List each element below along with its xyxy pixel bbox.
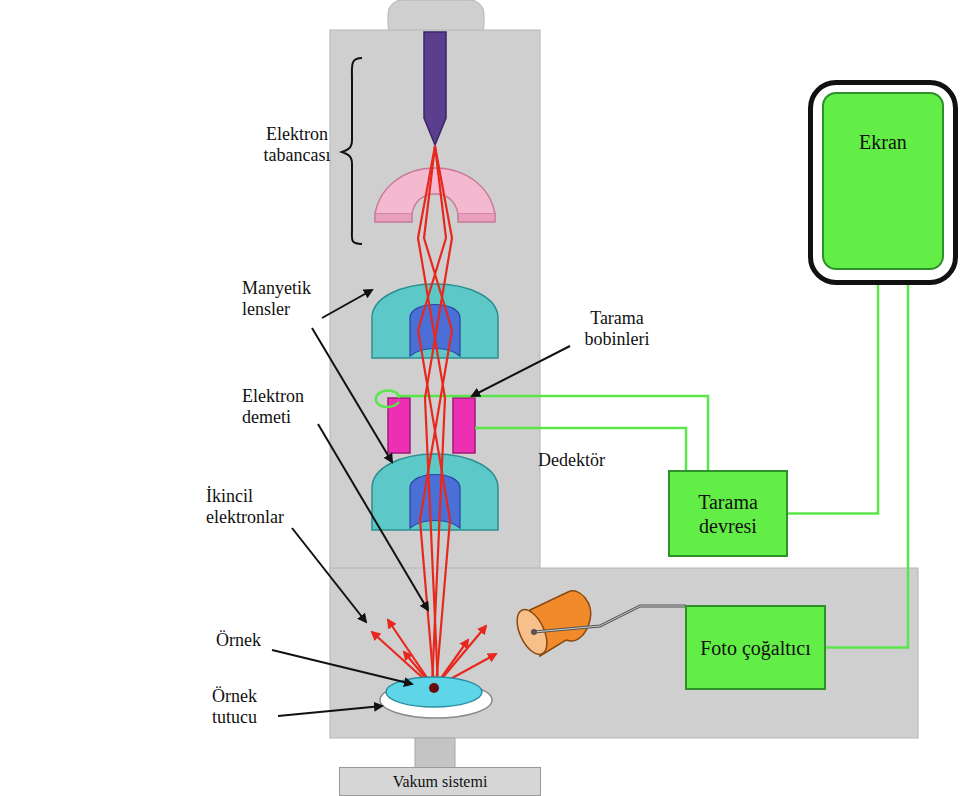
- coil-wire: [475, 428, 686, 470]
- magnetic-lens: [372, 284, 498, 358]
- column-housing: [330, 30, 540, 575]
- part-label: Örnek: [216, 630, 276, 651]
- part-label: Manyetik lensler: [242, 278, 322, 320]
- process-box: Foto çoğaltıcı: [685, 605, 826, 690]
- node-text: Foto çoğaltıcı: [700, 636, 811, 660]
- screen-frame: Ekran: [808, 80, 958, 285]
- part-label: Dedektör: [538, 450, 628, 471]
- process-box: Tarama devresi: [668, 470, 788, 557]
- gun-bracket: [342, 58, 362, 244]
- detector: [511, 591, 686, 659]
- part-label: Elektron demeti: [242, 386, 322, 428]
- part-label: İkincil elektronlar: [206, 486, 294, 528]
- signal-wire: [788, 285, 878, 514]
- part-label: Tarama bobinleri: [572, 308, 662, 350]
- screen-display: Ekran: [822, 92, 944, 270]
- signal-wire: [826, 285, 908, 648]
- scan-coil: [453, 398, 475, 453]
- electron-beam: [418, 146, 452, 686]
- part-label: Örnek tutucu: [212, 686, 276, 728]
- leader-arrow: [272, 290, 570, 716]
- node-text: Tarama devresi: [678, 490, 778, 538]
- node-text: Ekran: [859, 130, 907, 154]
- vacuum-stem: [415, 738, 455, 768]
- vacuum-box: Vakum sistemi: [339, 767, 541, 796]
- anode: [375, 168, 495, 214]
- cathode: [424, 32, 446, 145]
- magnetic-lens: [372, 454, 498, 530]
- node-text: Vakum sistemi: [393, 772, 488, 791]
- part-label: Elektron tabancası: [255, 124, 339, 166]
